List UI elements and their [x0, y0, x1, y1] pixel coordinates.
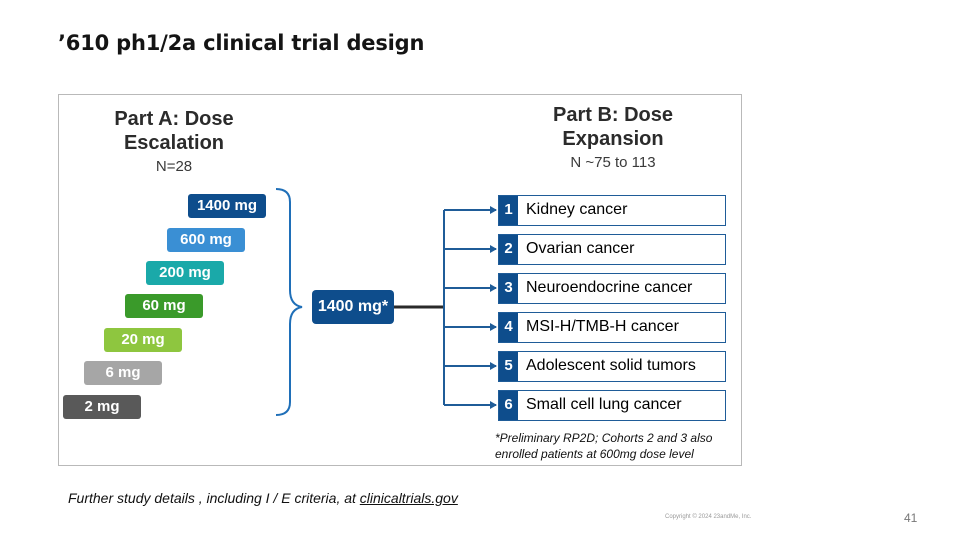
page-number: 41 — [904, 511, 918, 525]
dose-brace — [275, 188, 303, 416]
dose-step-20: 20 mg — [104, 328, 182, 352]
part-b-title: Part B: Dose Expansion — [538, 103, 688, 151]
part-a-n: N=28 — [155, 158, 193, 175]
slide-title: ’610 ph1/2a clinical trial design — [58, 31, 425, 55]
cohort-2: 2 Ovarian cancer — [498, 234, 726, 265]
cohort-5: 5 Adolescent solid tumors — [498, 351, 726, 382]
cohort-label: MSI-H/TMB-H cancer — [526, 318, 679, 335]
cohort-6: 6 Small cell lung cancer — [498, 390, 726, 421]
cohort-number: 3 — [499, 274, 518, 303]
dose-step-1400: 1400 mg — [188, 194, 266, 218]
selected-dose-box: 1400 mg* — [312, 290, 394, 324]
dose-step-200: 200 mg — [146, 261, 224, 285]
study-details-note: Further study details , including I / E … — [68, 490, 458, 506]
cohort-label: Adolescent solid tumors — [526, 357, 696, 374]
part-b-title-line2: Expansion — [562, 128, 664, 150]
rp2d-footnote: *Preliminary RP2D; Cohorts 2 and 3 also … — [495, 430, 712, 462]
part-a-title: Part A: Dose Escalation — [104, 107, 244, 155]
cohort-number: 2 — [499, 235, 518, 264]
dose-step-600: 600 mg — [167, 228, 245, 252]
part-a-title-line2: Escalation — [123, 132, 225, 154]
part-b-title-line1: Part B: Dose — [552, 104, 674, 126]
dose-step-2: 2 mg — [63, 395, 141, 419]
footnote-line1: *Preliminary RP2D; Cohorts 2 and 3 also — [495, 431, 713, 445]
part-a-title-line1: Part A: Dose — [114, 108, 234, 130]
cohort-1: 1 Kidney cancer — [498, 195, 726, 226]
cohort-number: 5 — [499, 352, 518, 381]
cohort-label: Small cell lung cancer — [526, 396, 682, 413]
cohort-label: Neuroendocrine cancer — [526, 279, 693, 296]
cohort-label: Kidney cancer — [526, 201, 628, 218]
dose-step-6: 6 mg — [84, 361, 162, 385]
part-b-n: N ~75 to 113 — [570, 154, 656, 171]
dose-step-60: 60 mg — [125, 294, 203, 318]
cohort-4: 4 MSI-H/TMB-H cancer — [498, 312, 726, 343]
cohort-3: 3 Neuroendocrine cancer — [498, 273, 726, 304]
footnote-line2: enrolled patients at 600mg dose level — [495, 447, 694, 461]
clinicaltrials-link[interactable]: clinicaltrials.gov — [359, 490, 458, 506]
copyright-notice: Copyright © 2024 23andMe, Inc. — [665, 514, 752, 520]
details-text: Further study details , including I / E … — [68, 490, 360, 506]
cohort-number: 6 — [499, 391, 518, 420]
cohort-number: 1 — [499, 196, 518, 225]
cohort-number: 4 — [499, 313, 518, 342]
cohort-label: Ovarian cancer — [526, 240, 635, 257]
